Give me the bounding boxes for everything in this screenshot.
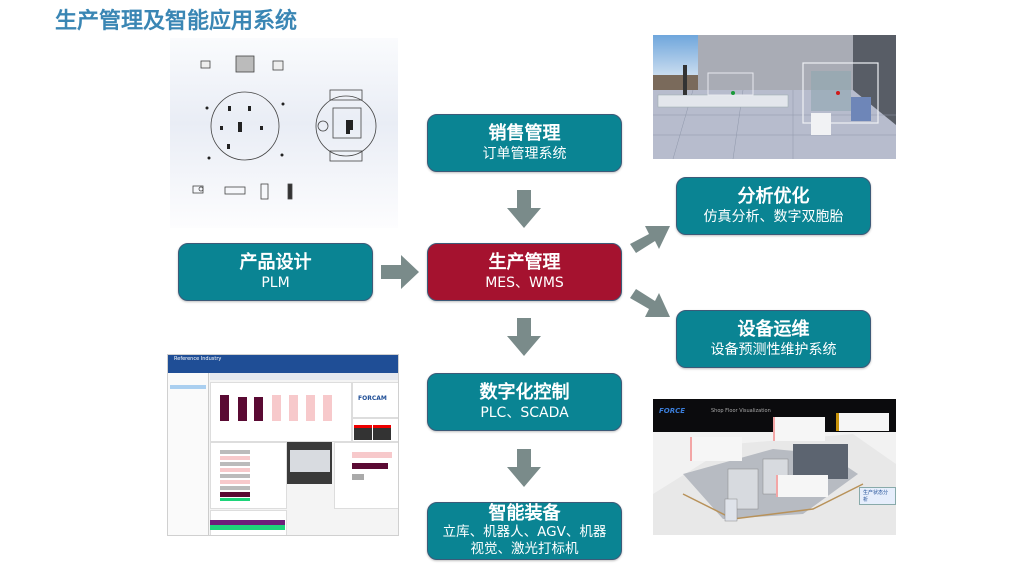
node-equipment-subtitle-line2: 视觉、激光打标机 <box>470 541 579 557</box>
node-sales-title: 销售管理 <box>488 122 561 144</box>
arrow-diagonal-down-icon <box>630 289 670 317</box>
node-analysis-optimization[interactable]: 分析优化 仿真分析、数字双胞胎 <box>676 177 871 235</box>
arrow-right-icon <box>381 255 419 289</box>
arrow-down-control-to-equipment <box>507 449 541 487</box>
node-production-subtitle: MES、WMS <box>485 274 564 291</box>
node-analysis-subtitle: 仿真分析、数字双胞胎 <box>703 208 844 225</box>
shopfloor-badge: 生产状态分析 <box>859 487 896 505</box>
arrow-down-icon <box>507 190 541 228</box>
node-sales-management[interactable]: 销售管理 订单管理系统 <box>427 114 622 172</box>
shopfloor-brand: FORCE <box>659 407 686 415</box>
shop-floor-visualization-image: FORCE Shop Floor Visualization 生产状态分析 <box>653 399 896 535</box>
node-product-design[interactable]: 产品设计 PLM <box>178 243 373 301</box>
arrow-down-production-to-control <box>507 318 541 356</box>
node-design-subtitle: PLM <box>261 274 290 291</box>
page-title: 生产管理及智能应用系统 <box>55 9 298 34</box>
node-production-management[interactable]: 生产管理 MES、WMS <box>427 243 622 301</box>
node-control-title: 数字化控制 <box>479 381 570 403</box>
factory-3d-simulation-image <box>653 35 896 159</box>
node-maintenance-subtitle: 设备预测性维护系统 <box>710 341 837 358</box>
arrow-down-sales-to-production <box>507 190 541 228</box>
arrow-diagonal-up-icon <box>630 226 670 253</box>
arrow-down-right-production-to-maintenance <box>630 285 670 321</box>
node-analysis-title: 分析优化 <box>737 185 810 207</box>
node-digital-control[interactable]: 数字化控制 PLC、SCADA <box>427 373 622 431</box>
cad-drawing-image <box>170 38 398 228</box>
arrow-down-icon <box>507 449 541 487</box>
mes-dashboard-screenshot: Reference Industry FORCAM <box>167 354 399 536</box>
node-maintenance-title: 设备运维 <box>737 318 810 340</box>
node-production-title: 生产管理 <box>488 251 561 273</box>
node-sales-subtitle: 订单管理系统 <box>482 145 567 162</box>
arrow-up-right-production-to-analysis <box>630 222 670 258</box>
node-design-title: 产品设计 <box>239 251 312 273</box>
arrow-right-design-to-production <box>381 255 419 289</box>
node-equipment-subtitle-line1: 立库、机器人、AGV、机器 <box>442 524 607 540</box>
shopfloor-header: Shop Floor Visualization <box>711 408 771 414</box>
arrow-down-icon <box>507 318 541 356</box>
mes-app-title: Reference Industry <box>174 356 222 362</box>
node-control-subtitle: PLC、SCADA <box>480 404 569 421</box>
mes-logo: FORCAM <box>358 395 387 402</box>
node-equipment-title: 智能装备 <box>488 503 561 524</box>
node-smart-equipment[interactable]: 智能装备 立库、机器人、AGV、机器 视觉、激光打标机 <box>427 502 622 560</box>
node-equipment-maintenance[interactable]: 设备运维 设备预测性维护系统 <box>676 310 871 368</box>
